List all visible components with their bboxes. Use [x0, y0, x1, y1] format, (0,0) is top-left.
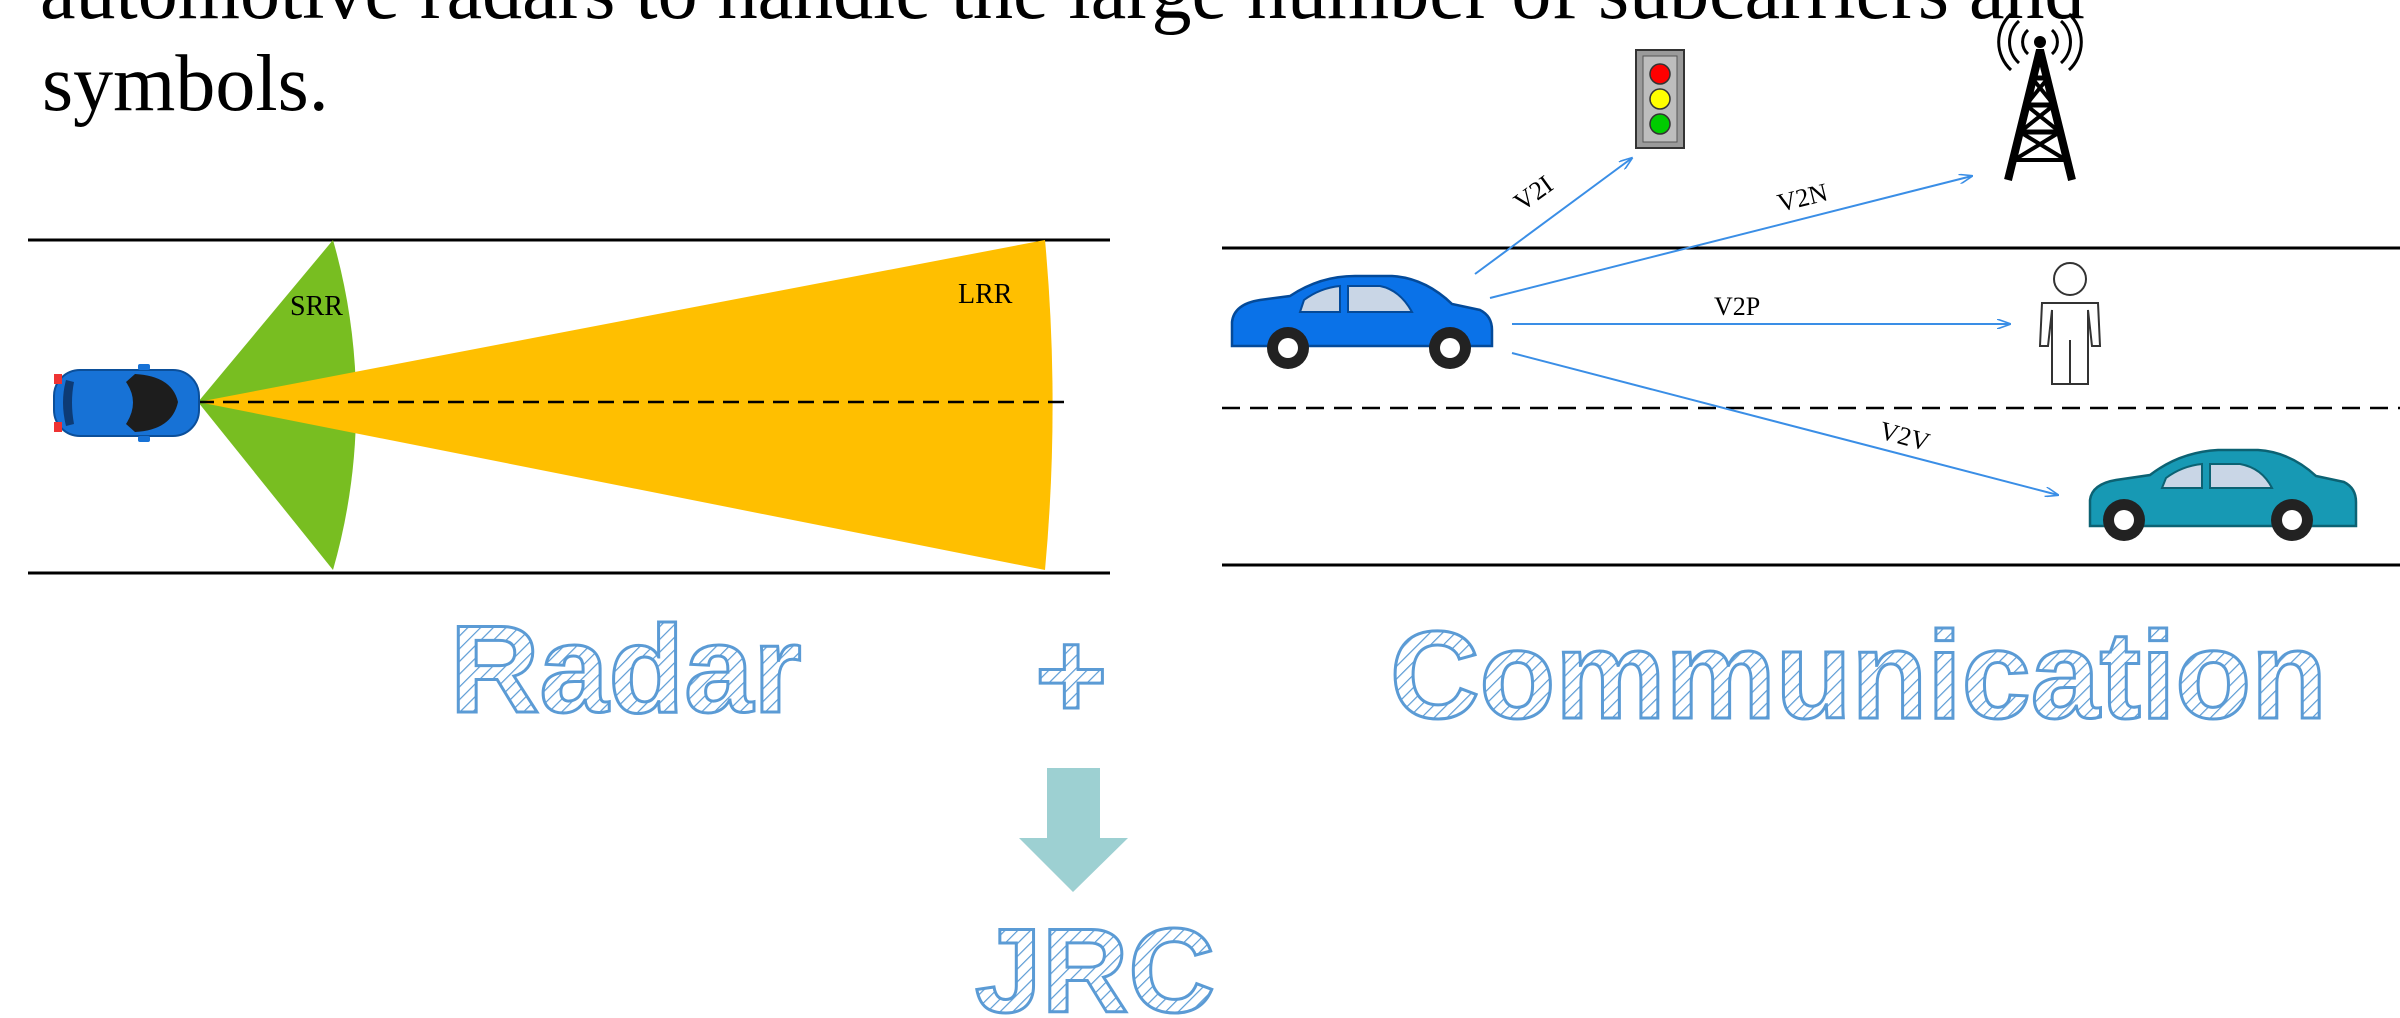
radar-word: Radar — [450, 601, 801, 739]
radar-panel: SRR LRR — [28, 238, 1110, 575]
traffic-light-icon — [1635, 49, 1685, 149]
ego-car-icon — [1230, 274, 1494, 369]
lrr-label: LRR — [958, 279, 1013, 310]
plus-sign: + — [1035, 607, 1107, 745]
radar-vehicle-icon — [53, 364, 200, 442]
v2p-label: V2P — [1714, 292, 1760, 321]
jrc-word: JRC — [975, 904, 1215, 1018]
down-arrow-icon — [1019, 768, 1128, 892]
other-car-icon — [2088, 448, 2358, 541]
v2n-label: V2N — [1774, 177, 1830, 217]
srr-label: SRR — [290, 291, 343, 322]
communication-word: Communication — [1390, 607, 2327, 745]
v2v-arrow — [1511, 352, 2058, 495]
v2i-arrow — [1474, 158, 1632, 275]
v2n-arrow — [1489, 176, 1972, 299]
communication-panel: V2I V2N V2P V2V — [1222, 12, 2400, 567]
v2i-label: V2I — [1508, 170, 1558, 217]
body-text: symbols. — [42, 40, 329, 128]
top-clipped-text: automotive radars to handle the large nu… — [40, 0, 2084, 36]
lrr-beam — [198, 240, 1053, 570]
cell-tower-icon — [1997, 12, 2083, 181]
pedestrian-icon — [2038, 262, 2102, 385]
